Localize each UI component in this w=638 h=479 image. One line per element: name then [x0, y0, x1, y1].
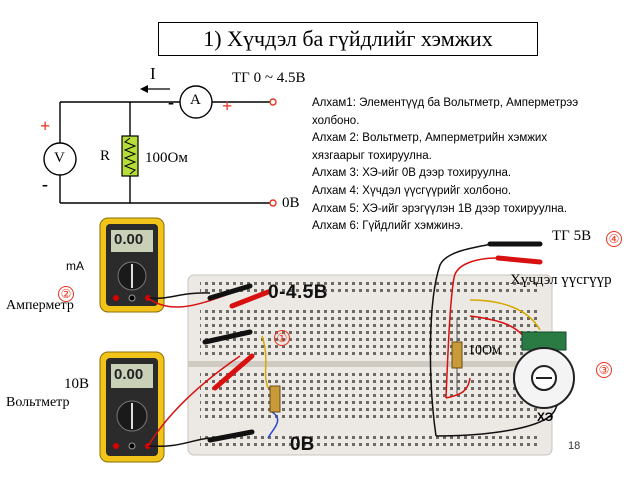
step-line: Алхам 4: Хүчдэл үүсгүүрийг холбоно.	[312, 184, 512, 197]
voltmeter-plus: +	[40, 116, 51, 136]
current-label: I	[150, 64, 156, 83]
ammeter-label: Амперметр	[6, 298, 74, 313]
ammeter-letter: A	[190, 92, 201, 108]
marker-2: ②	[58, 286, 74, 302]
source-name: Хүчдэл үүсгүүр	[510, 272, 612, 288]
marker-4: ④	[606, 231, 622, 247]
step-line: хязгаарыг тохируулна.	[312, 149, 432, 162]
page-number: 18	[568, 440, 581, 452]
breadboard-bottom-label: 0В	[290, 434, 315, 455]
voltmeter-range: 10В	[64, 376, 90, 392]
ammeter-symbol	[179, 85, 213, 119]
voltmeter-symbol	[43, 142, 77, 176]
voltmeter-display: 0.00	[114, 366, 144, 383]
marker-1: ①	[274, 330, 290, 346]
step-line: Алхам 6: Гүйдлийг хэмжинэ.	[312, 220, 464, 233]
board-resistor-1	[269, 385, 281, 413]
potentiometer	[513, 331, 575, 409]
resistor-value: 100Ом	[145, 150, 188, 166]
ground-label: 0В	[282, 195, 300, 211]
ammeter-display: 0.00	[114, 231, 144, 248]
breadboard-top-label: 0-4.5В	[268, 282, 329, 303]
source-voltage-label: ТГ 5В	[552, 228, 592, 244]
source-label: ТГ 0 ~ 4.5В	[232, 70, 306, 86]
ammeter-device	[99, 217, 165, 313]
voltmeter-minus: -	[42, 174, 48, 194]
voltmeter-label: Вольтметр	[6, 395, 70, 410]
ammeter-plus: +	[222, 96, 233, 116]
steps-list: Алхам1: Элементүүд ба Вольтметр, Амперме…	[312, 95, 632, 236]
step-line: Алхам 3: ХЭ-ийг 0В дээр тохируулна.	[312, 167, 512, 180]
step-line: Алхам1: Элементүүд ба Вольтметр, Амперме…	[312, 97, 579, 109]
board-resistor-2	[451, 341, 463, 369]
resistor-label: R	[100, 148, 111, 164]
marker-3: ③	[596, 362, 612, 378]
board-resistor-value: 10Ом	[468, 343, 501, 358]
voltmeter-letter: V	[54, 150, 65, 166]
step-line: холбоно.	[312, 114, 360, 127]
pot-label: ХЭ	[537, 410, 554, 424]
step-line: Алхам 2: Вольтметр, Амперметрийн хэмжих	[312, 132, 548, 145]
voltmeter-device	[99, 351, 165, 463]
step-line: Алхам 5: ХЭ-ийг эрэгүүлэн 1В дээр тохиру…	[312, 202, 568, 215]
page-title: 1) Хүчдэл ба гүйдлийг хэмжих	[158, 22, 538, 56]
ammeter-minus: -	[168, 92, 174, 112]
ammeter-range: mA	[66, 259, 84, 273]
